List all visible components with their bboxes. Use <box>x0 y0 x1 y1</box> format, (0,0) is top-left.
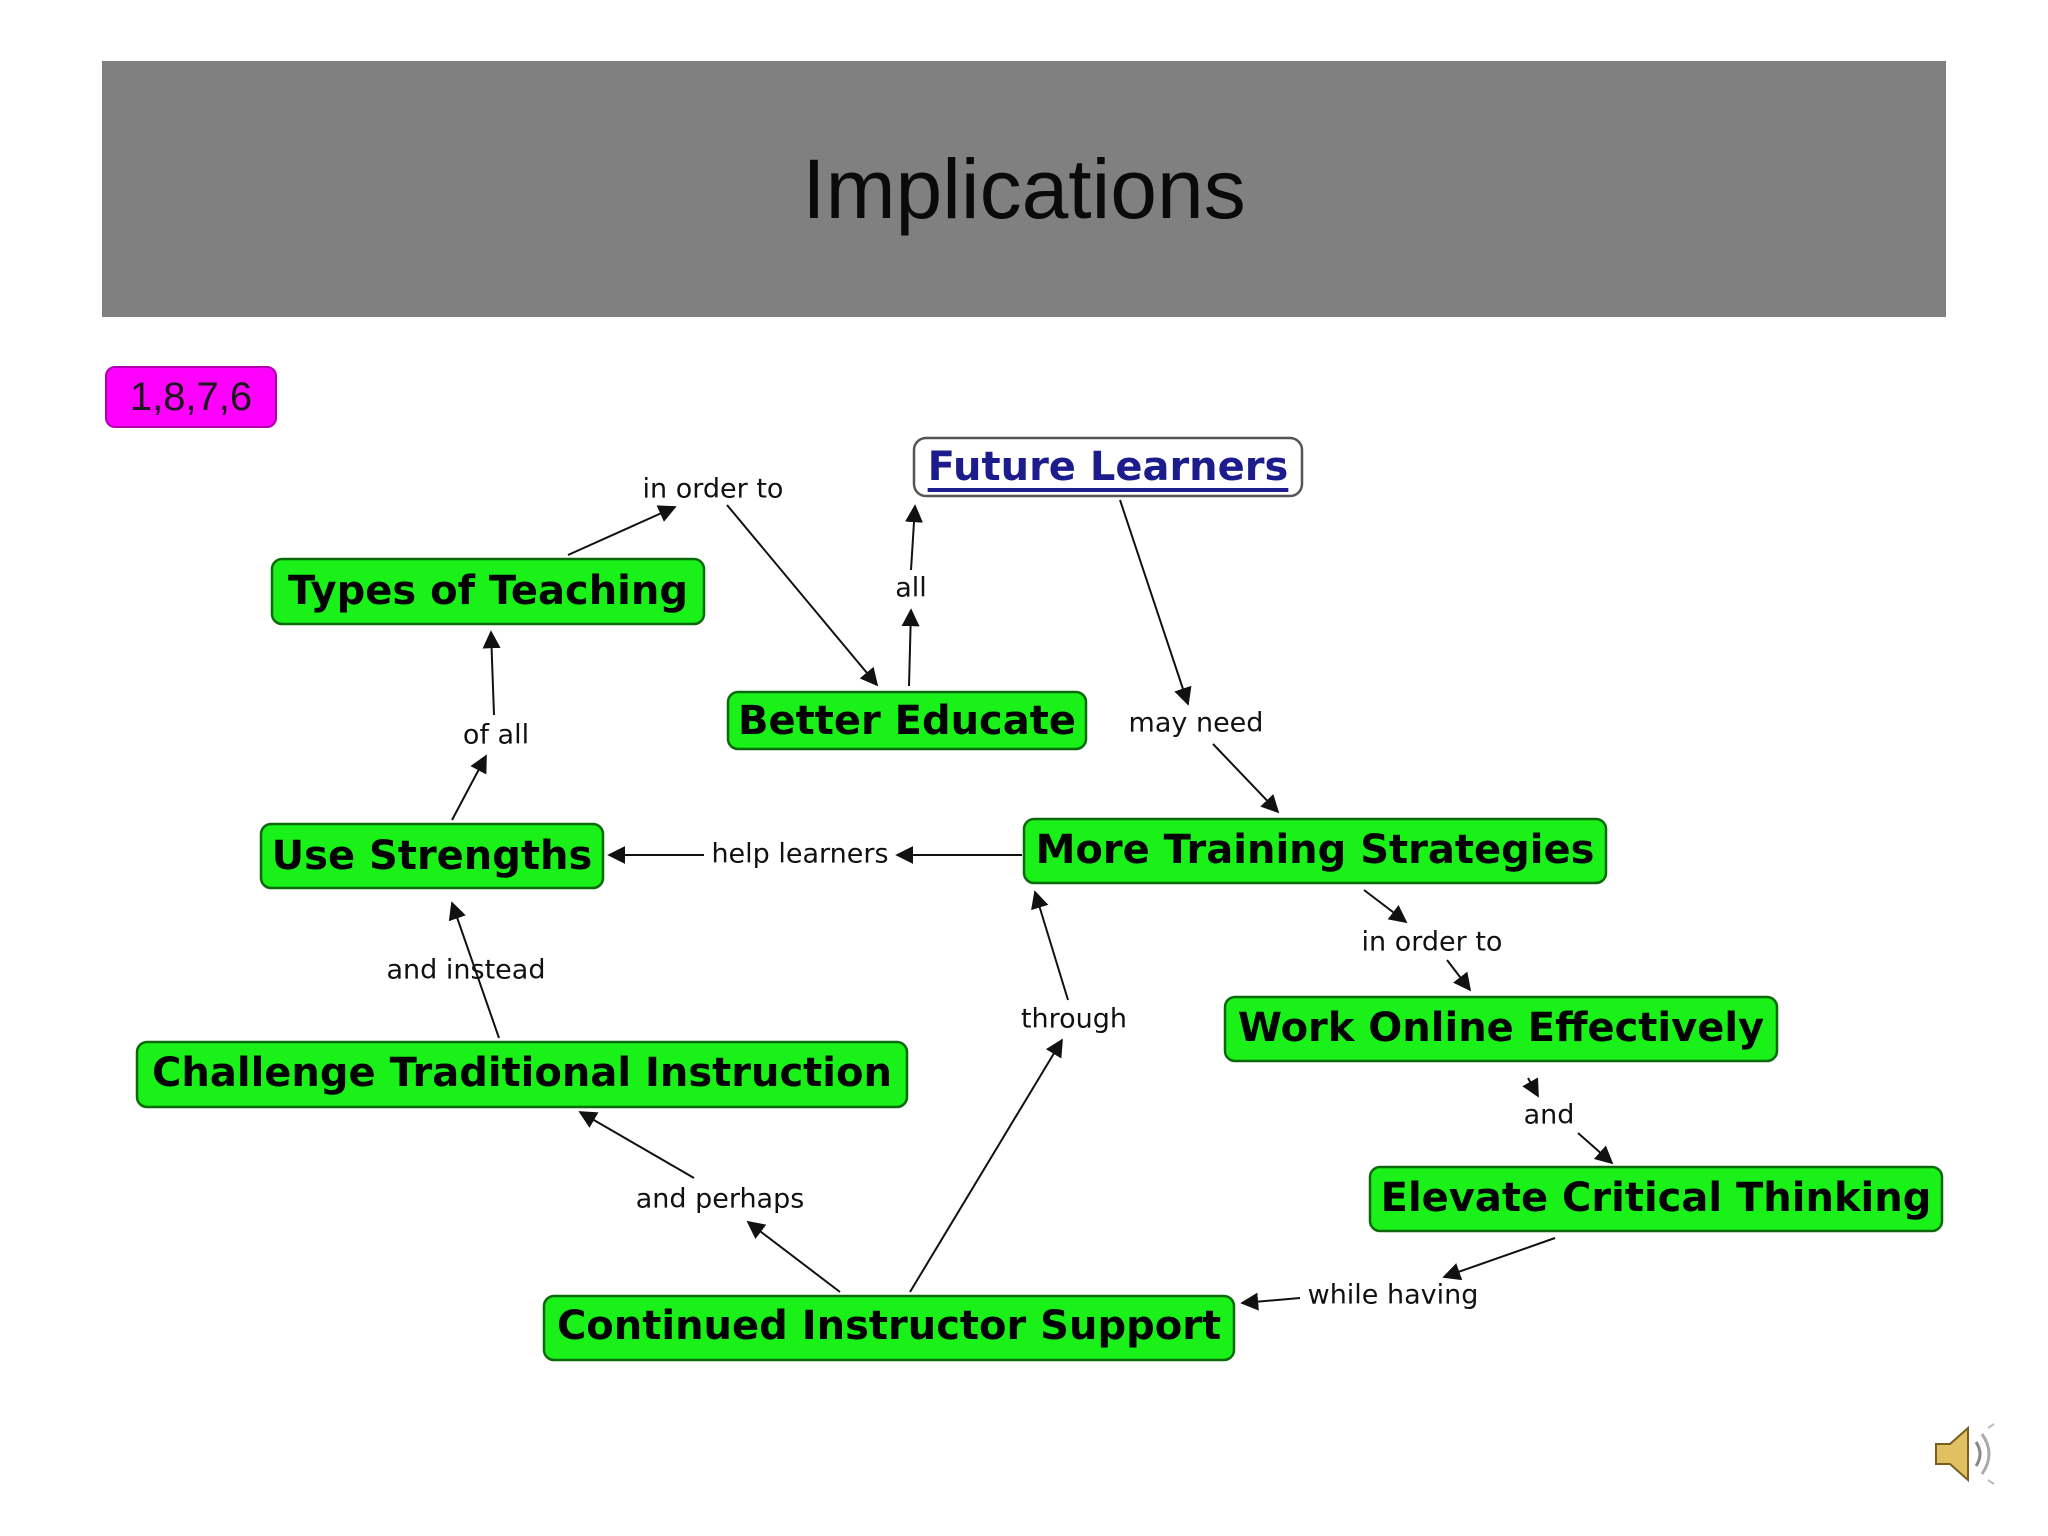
node-box <box>259 822 605 890</box>
node-box <box>1022 817 1608 885</box>
page-title: Implications <box>802 141 1246 236</box>
edge <box>1240 1292 1301 1311</box>
node-box <box>542 1294 1236 1362</box>
node-box <box>912 436 1304 498</box>
node-label: More Training Strategies <box>1036 827 1595 873</box>
node-better-educate[interactable]: Better Educate <box>726 690 1088 751</box>
edge <box>746 1220 841 1293</box>
title-bar: Implications <box>102 61 1946 317</box>
link-label-help-learners: help learners <box>711 839 888 870</box>
node-label: Use Strengths <box>272 833 593 879</box>
edge <box>901 608 920 687</box>
edge <box>726 504 879 687</box>
node-label: Future Learners <box>928 444 1289 490</box>
edge <box>1212 743 1280 814</box>
edge <box>1522 1077 1539 1098</box>
node-challenge-traditional-instruction[interactable]: Challenge Traditional Instruction <box>135 1040 909 1109</box>
node-types-of-teaching[interactable]: Types of Teaching <box>270 557 706 626</box>
node-box <box>1368 1165 1944 1233</box>
edge <box>1577 1132 1614 1165</box>
link-label-in-order-to: in order to <box>643 474 784 505</box>
edge <box>1442 1237 1556 1281</box>
edge <box>451 754 487 821</box>
node-elevate-critical-thinking[interactable]: Elevate Critical Thinking <box>1368 1165 1944 1233</box>
node-use-strengths[interactable]: Use Strengths <box>259 822 605 890</box>
link-label-all: all <box>895 573 927 604</box>
node-label: Types of Teaching <box>288 568 688 614</box>
edges <box>448 499 1614 1311</box>
speaker-icon[interactable] <box>1928 1418 2000 1490</box>
link-label-in-order-to: in order to <box>1362 927 1503 958</box>
edge <box>1446 959 1472 992</box>
node-box <box>270 557 706 626</box>
node-more-training-strategies[interactable]: More Training Strategies <box>1022 817 1608 885</box>
node-label: Elevate Critical Thinking <box>1381 1175 1932 1221</box>
node-work-online-effectively[interactable]: Work Online Effectively <box>1223 995 1779 1063</box>
node-box <box>726 690 1088 751</box>
edge <box>1363 889 1408 924</box>
edge <box>1031 890 1069 1001</box>
edge <box>578 1111 695 1179</box>
node-future-learners[interactable]: Future Learners <box>912 436 1304 498</box>
link-label-may-need: may need <box>1129 708 1264 739</box>
node-label: Better Educate <box>738 698 1076 744</box>
node-box <box>135 1040 909 1109</box>
node-label: Work Online Effectively <box>1238 1005 1764 1051</box>
slide-tag: 1,8,7,6 <box>105 366 277 428</box>
node-box <box>1223 995 1779 1063</box>
edge <box>909 1038 1063 1293</box>
node-continued-instructor-support[interactable]: Continued Instructor Support <box>542 1294 1236 1362</box>
edge <box>905 504 923 571</box>
link-label-while-having: while having <box>1308 1280 1479 1311</box>
edge <box>567 505 677 556</box>
edge <box>1119 499 1192 706</box>
link-label-and-instead: and instead <box>387 955 546 986</box>
link-labels: in order to all may need of all help lea… <box>387 474 1575 1311</box>
link-label-and: and <box>1524 1100 1575 1131</box>
link-label-through: through <box>1021 1004 1127 1035</box>
node-label: Continued Instructor Support <box>557 1303 1221 1349</box>
node-label: Challenge Traditional Instruction <box>152 1050 892 1096</box>
link-label-of-all: of all <box>463 720 529 751</box>
edge <box>482 630 501 716</box>
link-label-and-perhaps: and perhaps <box>636 1184 805 1215</box>
edge <box>448 901 500 1039</box>
